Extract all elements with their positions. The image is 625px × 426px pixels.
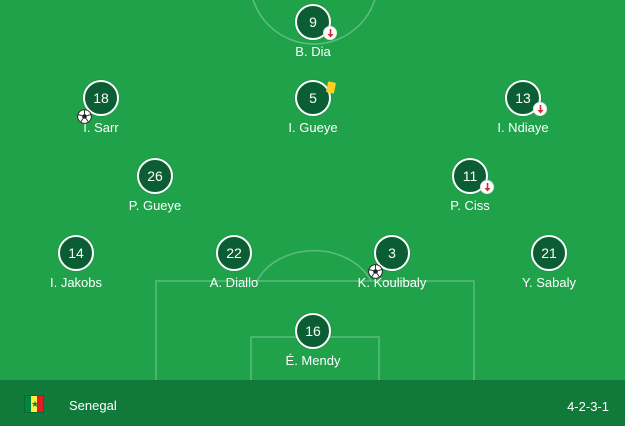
player-name: P. Gueye (128, 198, 182, 213)
pitch: 9 B. Dia 18 I. Sarr 5 I. Gueye 13 (21, 0, 604, 380)
player-i-sarr[interactable]: 18 I. Sarr (46, 80, 156, 140)
player-p-ciss[interactable]: 11 P. Ciss (415, 158, 525, 218)
player-number: 16 (305, 323, 321, 339)
player-number-disc: 21 (531, 235, 567, 271)
player-number: 26 (147, 168, 163, 184)
player-number-disc: 5 (295, 80, 337, 116)
player-number: 22 (226, 245, 242, 261)
formation-label: 4-2-3-1 (567, 399, 609, 414)
player-number-disc: 16 (295, 313, 331, 349)
player-name: I. Gueye (288, 120, 338, 135)
player-number-disc: 14 (58, 235, 94, 271)
player-number: 5 (309, 90, 317, 106)
player-number: 18 (93, 90, 109, 106)
player-p-gueye[interactable]: 26 P. Gueye (100, 158, 210, 218)
senegal-flag-icon: ★ (24, 395, 44, 413)
team-footer: ★ Senegal 4-2-3-1 (0, 380, 625, 426)
player-a-diallo[interactable]: 22 A. Diallo (179, 235, 289, 295)
player-name: K. Koulibaly (357, 275, 427, 290)
player-number: 9 (309, 14, 317, 30)
player-number: 14 (68, 245, 84, 261)
yellow-card-icon (325, 81, 337, 94)
player-k-koulibaly[interactable]: 3 K. Koulibaly (337, 235, 447, 295)
player-number: 3 (388, 245, 396, 261)
sub-out-arrow-icon (480, 180, 494, 194)
player-name: P. Ciss (450, 198, 490, 213)
player-y-sabaly[interactable]: 21 Y. Sabaly (494, 235, 604, 295)
player-name: A. Diallo (209, 275, 259, 290)
player-number-disc: 26 (137, 158, 173, 194)
team-name: Senegal (69, 398, 117, 413)
player-i-ndiaye[interactable]: 13 I. Ndiaye (468, 80, 578, 140)
football-icon (368, 258, 383, 279)
player-number-disc: 9 (295, 4, 337, 40)
player-number-disc: 11 (452, 158, 494, 194)
player-name: É. Mendy (285, 353, 341, 368)
player-name: I. Sarr (83, 120, 119, 135)
player-number-disc: 18 (77, 80, 119, 124)
player-b-dia[interactable]: 9 B. Dia (258, 4, 368, 64)
player-e-mendy[interactable]: 16 É. Mendy (258, 313, 368, 373)
sub-out-arrow-icon (533, 102, 547, 116)
player-number-disc: 22 (216, 235, 252, 271)
player-i-jakobs[interactable]: 14 I. Jakobs (21, 235, 131, 295)
sub-out-arrow-icon (323, 26, 337, 40)
player-i-gueye[interactable]: 5 I. Gueye (258, 80, 368, 140)
football-icon (77, 103, 92, 124)
player-number-disc: 13 (505, 80, 547, 116)
player-name: B. Dia (295, 44, 331, 59)
player-name: I. Jakobs (49, 275, 103, 290)
player-number: 21 (541, 245, 557, 261)
player-name: Y. Sabaly (522, 275, 576, 290)
player-number-disc: 3 (368, 235, 410, 279)
player-number: 13 (515, 90, 531, 106)
player-name: I. Ndiaye (497, 120, 549, 135)
player-number: 11 (462, 168, 478, 184)
